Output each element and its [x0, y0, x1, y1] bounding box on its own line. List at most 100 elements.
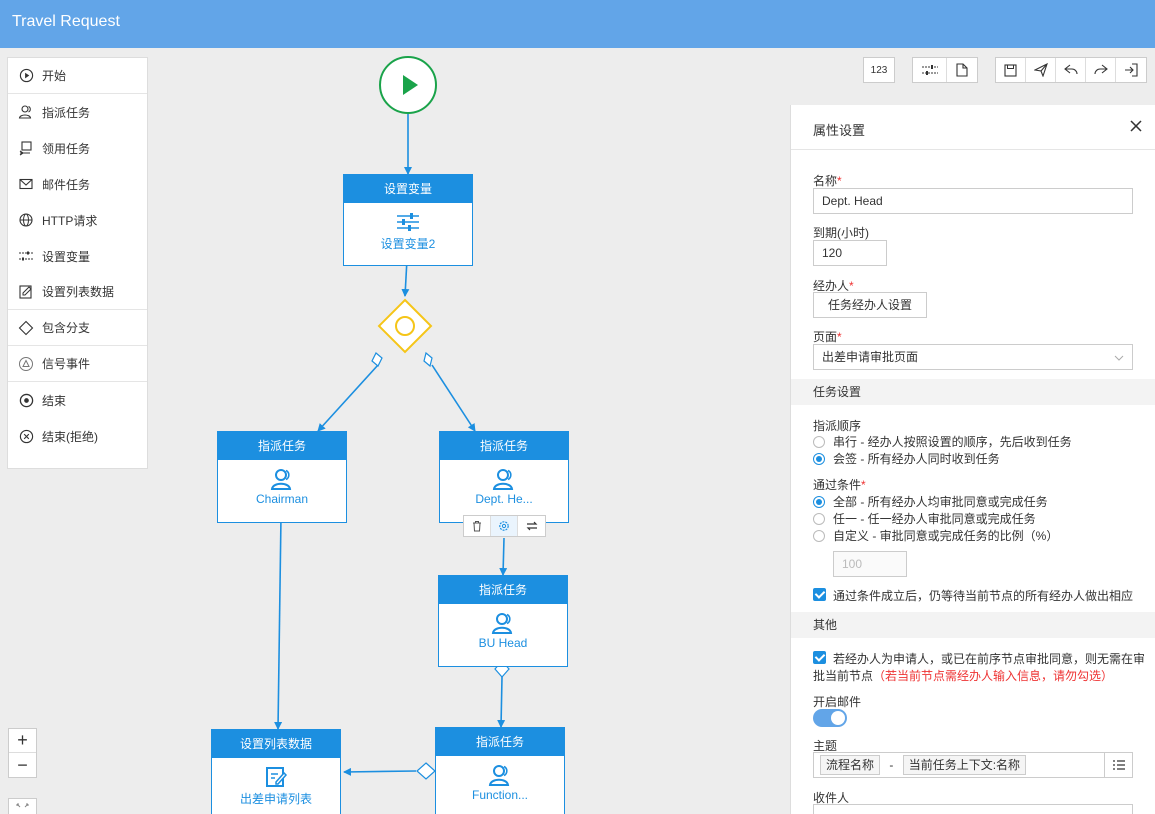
- users-icon: [270, 469, 292, 490]
- counter-toolbar: 123: [863, 57, 895, 83]
- pass-any-radio[interactable]: 任一 - 任一经办人审批同意或完成任务: [813, 510, 1036, 527]
- app-header: Travel Request: [0, 0, 1155, 48]
- fit-view-button[interactable]: [8, 798, 37, 814]
- zoom-controls: + −: [8, 728, 37, 778]
- skip-checkbox[interactable]: [813, 651, 826, 664]
- node-header: 设置变量: [344, 175, 472, 203]
- expand-icon: [16, 803, 29, 808]
- pass-all-radio[interactable]: 全部 - 所有经办人均审批同意或完成任务: [813, 493, 1048, 510]
- undo-icon: [1063, 64, 1078, 75]
- order-serial-radio[interactable]: 串行 - 经办人按照设置的顺序，先后收到任务: [813, 433, 1072, 450]
- palette-item-end[interactable]: 结束: [8, 382, 147, 418]
- gear-icon: [499, 521, 509, 531]
- palette-item-claim-task[interactable]: 领用任务: [8, 130, 147, 166]
- recipient-input[interactable]: [813, 804, 1133, 814]
- page-label: 页面*: [813, 330, 842, 344]
- subject-tag-task-name: 当前任务上下文:名称: [902, 755, 1027, 775]
- node-label: Function...: [471, 788, 529, 802]
- settings-toolbar: [912, 57, 978, 83]
- order-parallel-radio[interactable]: 会签 - 所有经办人同时收到任务: [813, 450, 1000, 467]
- node-assign-bu-head[interactable]: 指派任务 BU Head: [438, 575, 568, 667]
- palette-label: 设置列表数据: [42, 285, 115, 299]
- counter-button[interactable]: 123: [870, 64, 888, 76]
- swap-icon: [526, 521, 537, 531]
- node-header: 指派任务: [439, 576, 567, 604]
- assign-order-label: 指派顺序: [813, 419, 862, 433]
- wait-all-checkbox[interactable]: [813, 588, 826, 601]
- trash-icon: [473, 521, 481, 532]
- pass-custom-radio[interactable]: 自定义 - 审批同意或完成任务的比例（%）: [813, 527, 1058, 544]
- save-button[interactable]: [996, 58, 1026, 82]
- node-set-variable[interactable]: 设置变量 设置变量2: [343, 174, 473, 266]
- palette-item-end-reject[interactable]: 结束(拒绝): [8, 418, 147, 454]
- diamond-icon: [18, 320, 34, 336]
- pass-condition-label: 通过条件*: [813, 478, 866, 492]
- palette-label: 设置变量: [42, 249, 91, 264]
- mail-toggle[interactable]: [813, 709, 847, 727]
- properties-panel: 属性设置 名称* Dept. Head 到期(小时) 120 经办人* 任务经办…: [790, 105, 1155, 814]
- palette-label: 结束(拒绝): [42, 429, 98, 444]
- node-context-toolbar: [463, 515, 546, 537]
- palette-label: 领用任务: [42, 141, 91, 156]
- subject-list-button[interactable]: [1104, 753, 1132, 777]
- palette-item-set-list-data[interactable]: 设置列表数据: [8, 274, 147, 310]
- close-circle-icon: [18, 428, 34, 444]
- palette-item-http-request[interactable]: HTTP请求: [8, 202, 147, 238]
- undo-button[interactable]: [1056, 58, 1086, 82]
- due-hours-input[interactable]: 120: [813, 240, 887, 266]
- users-icon: [491, 613, 513, 634]
- subject-separator: -: [889, 758, 894, 772]
- delete-node-button[interactable]: [464, 516, 491, 536]
- app-title: Travel Request: [12, 13, 120, 30]
- play-circle-icon: [18, 68, 34, 84]
- palette-item-signal-event[interactable]: 信号事件: [8, 346, 147, 382]
- name-label: 名称*: [813, 174, 842, 188]
- signal-icon: [18, 356, 34, 372]
- node-set-list-data[interactable]: 设置列表数据 出差申请列表: [211, 729, 341, 814]
- palette-label: 结束: [42, 393, 67, 408]
- zoom-in-button[interactable]: +: [9, 729, 36, 753]
- ratio-input[interactable]: 100: [833, 551, 907, 577]
- chevron-down-icon: [1114, 355, 1124, 361]
- page-select[interactable]: 出差申请审批页面: [813, 344, 1133, 370]
- document-icon: [956, 63, 968, 77]
- exit-icon: [1125, 63, 1138, 77]
- skip-text: 若经办人为申请人，或已在前序节点审批同意，则无需在审: [833, 652, 1146, 666]
- recipient-label: 收件人: [813, 791, 850, 805]
- node-label: Chairman: [255, 492, 309, 506]
- node-header: 指派任务: [218, 432, 346, 460]
- palette-item-set-variable[interactable]: 设置变量: [8, 238, 147, 274]
- skip-warning: （若当前节点需经办人输入信息，请勿勾选）: [873, 669, 1114, 683]
- mail-label: 开启邮件: [813, 695, 862, 709]
- node-assign-function[interactable]: 指派任务 Function...: [435, 727, 565, 814]
- swap-node-button[interactable]: [518, 516, 545, 536]
- sliders-icon: [18, 248, 34, 264]
- palette-item-start[interactable]: 开始: [8, 58, 147, 94]
- node-assign-dept-head[interactable]: 指派任务 Dept. He...: [439, 431, 569, 523]
- palette-item-mail-task[interactable]: 邮件任务: [8, 166, 147, 202]
- palette-item-assign-task[interactable]: 指派任务: [8, 94, 147, 130]
- node-settings-button[interactable]: [491, 516, 518, 536]
- node-label: 出差申请列表: [239, 792, 312, 806]
- redo-button[interactable]: [1086, 58, 1116, 82]
- mail-icon: [18, 176, 34, 192]
- save-icon: [1004, 63, 1017, 77]
- exit-button[interactable]: [1116, 58, 1146, 82]
- assignee-settings-button[interactable]: 任务经办人设置: [813, 292, 928, 318]
- close-icon[interactable]: [1127, 117, 1145, 135]
- zoom-out-button[interactable]: −: [17, 754, 28, 775]
- edit-list-icon: [266, 767, 288, 787]
- users-icon: [492, 469, 514, 490]
- subject-input[interactable]: 流程名称 - 当前任务上下文:名称: [813, 752, 1133, 778]
- node-assign-chairman[interactable]: 指派任务 Chairman: [217, 431, 347, 523]
- document-button[interactable]: [947, 58, 977, 82]
- palette-label: 包含分支: [42, 321, 91, 335]
- inclusive-gateway[interactable]: [377, 298, 433, 354]
- send-button[interactable]: [1026, 58, 1056, 82]
- process-settings-button[interactable]: [913, 58, 947, 82]
- start-event[interactable]: [379, 56, 437, 114]
- panel-header: 属性设置: [791, 105, 1155, 150]
- palette-item-inclusive-gateway[interactable]: 包含分支: [8, 310, 147, 346]
- name-input[interactable]: Dept. Head: [813, 188, 1133, 214]
- palette-label: 指派任务: [42, 105, 91, 120]
